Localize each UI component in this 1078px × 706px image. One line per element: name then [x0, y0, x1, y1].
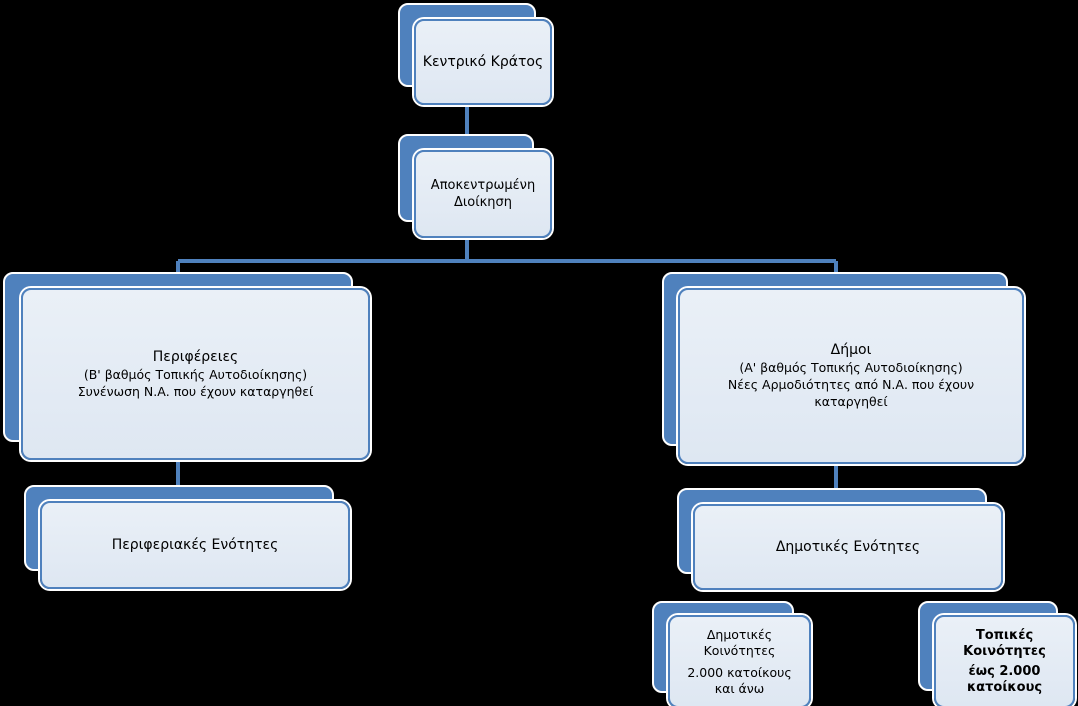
decentralized-admin-line1: Αποκεντρωμένη — [430, 178, 536, 193]
local-communities-line2: Κοινότητες — [963, 643, 1046, 659]
regions-subtitle: (Β' βαθμός Τοπικής Αυτοδιοίκησης) — [83, 366, 308, 382]
municipal-communities-line3: 2.000 κατοίκους — [687, 664, 792, 680]
municipalities-note-line1: Νέες Αρμοδιότητες από Ν.Α. που έχουν — [727, 377, 975, 392]
municipal-units-box: Δημοτικές Ενότητες — [677, 488, 1003, 590]
municipalities-box: Δήμοι (Α' βαθμός Τοπικής Αυτοδιοίκησης) … — [662, 272, 1024, 464]
regional-units-label: Περιφεριακές Ενότητες — [111, 536, 279, 553]
regions-title: Περιφέρειες — [152, 348, 239, 365]
municipal-communities-line2: Κοινότητες — [703, 642, 776, 658]
regions-box: Περιφέρειες (Β' βαθμός Τοπικής Αυτοδιοίκ… — [3, 272, 370, 460]
central-state-label: Κεντρικό Κράτος — [422, 53, 544, 70]
municipal-communities-box: Δημοτικές Κοινότητες 2.000 κατοίκους και… — [652, 601, 811, 706]
central-state-box: Κεντρικό Κράτος — [398, 3, 554, 105]
local-communities-line3: έως 2.000 — [968, 663, 1041, 679]
local-communities-line4: κατοίκους — [966, 679, 1043, 695]
decentralized-admin-line2: Διοίκηση — [453, 195, 513, 210]
regions-note: Συνένωση Ν.Α. που έχουν καταργηθεί — [77, 383, 314, 399]
municipalities-subtitle: (Α' βαθμός Τοπικής Αυτοδιοίκησης) — [739, 360, 963, 375]
decentralized-admin-box: Αποκεντρωμένη Διοίκηση — [398, 134, 552, 238]
local-communities-line1: Τοπικές — [975, 627, 1034, 643]
municipalities-title: Δήμοι — [830, 342, 872, 358]
regional-units-box: Περιφεριακές Ενότητες — [24, 485, 350, 589]
municipal-communities-line4: και άνω — [714, 680, 765, 696]
municipal-units-label: Δημοτικές Ενότητες — [775, 538, 921, 555]
municipalities-note-line2: καταργηθεί — [814, 394, 888, 409]
municipal-communities-line1: Δημοτικές — [706, 626, 773, 642]
local-communities-box: Τοπικές Κοινότητες έως 2.000 κατοίκους — [918, 601, 1075, 706]
